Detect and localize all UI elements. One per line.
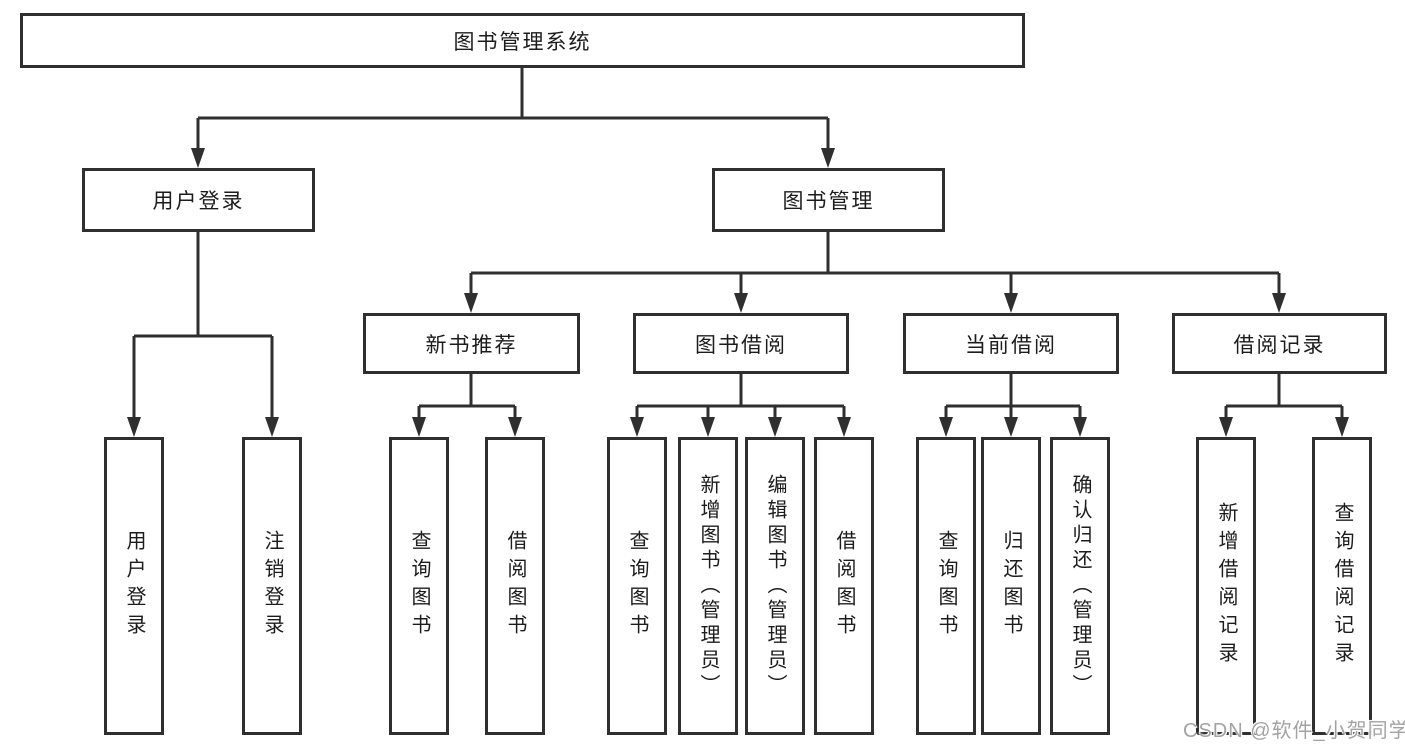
leaf-query-book-current-label: 查询图书: [935, 530, 957, 642]
leaf-edit-book-admin-label: 编辑图书（管理员）: [764, 473, 786, 699]
leaf-add-book-admin: 新增图书（管理员）: [678, 437, 738, 735]
node-current-borrowing-label: 当前借阅: [965, 333, 1057, 357]
node-book-management: 图书管理: [712, 168, 945, 232]
leaf-return-book: 归还图书: [981, 437, 1041, 735]
node-borrowing-records-label: 借阅记录: [1233, 333, 1326, 357]
node-new-book-recommendation: 新书推荐: [363, 313, 580, 374]
leaf-user-login: 用户登录: [104, 437, 164, 735]
leaf-query-borrow-record: 查询借阅记录: [1312, 437, 1372, 735]
node-new-book-recommendation-label: 新书推荐: [425, 333, 518, 357]
node-book-borrowing-label: 图书借阅: [695, 333, 787, 357]
leaf-borrow-book-label: 借阅图书: [833, 530, 855, 642]
leaf-edit-book-admin: 编辑图书（管理员）: [745, 437, 805, 735]
node-root-label: 图书管理系统: [453, 30, 592, 54]
leaf-return-book-label: 归还图书: [1000, 530, 1022, 642]
leaf-query-book-current: 查询图书: [916, 437, 976, 735]
leaf-logout: 注销登录: [242, 437, 302, 735]
leaf-confirm-return-admin-label: 确认归还（管理员）: [1069, 473, 1091, 699]
node-borrowing-records: 借阅记录: [1172, 313, 1387, 374]
node-user-login: 用户登录: [82, 168, 315, 232]
leaf-borrow-book-recommend: 借阅图书: [485, 437, 545, 735]
leaf-add-book-admin-label: 新增图书（管理员）: [697, 473, 719, 699]
node-user-login-label: 用户登录: [152, 190, 245, 213]
leaf-logout-label: 注销登录: [261, 530, 283, 642]
node-book-management-label: 图书管理: [782, 190, 875, 213]
csdn-watermark: CSDN @软件_小贺同学: [1183, 720, 1405, 742]
leaf-confirm-return-admin: 确认归还（管理员）: [1050, 437, 1110, 735]
node-root: 图书管理系统: [20, 13, 1025, 68]
leaf-borrow-book-recommend-label: 借阅图书: [504, 530, 526, 642]
leaf-user-login-label: 用户登录: [123, 530, 145, 642]
leaf-query-book-recommend-label: 查询图书: [408, 530, 430, 642]
leaf-borrow-book: 借阅图书: [814, 437, 874, 735]
arrowheads: [127, 148, 1349, 437]
leaf-add-borrow-record: 新增借阅记录: [1196, 437, 1256, 735]
leaf-query-book-borrowing-label: 查询图书: [626, 530, 648, 642]
leaf-add-borrow-record-label: 新增借阅记录: [1215, 502, 1237, 670]
node-current-borrowing: 当前借阅: [903, 313, 1119, 374]
node-book-borrowing: 图书借阅: [633, 313, 849, 374]
leaf-query-book-borrowing: 查询图书: [607, 437, 667, 735]
leaf-query-book-recommend: 查询图书: [389, 437, 449, 735]
leaf-query-borrow-record-label: 查询借阅记录: [1331, 502, 1353, 670]
